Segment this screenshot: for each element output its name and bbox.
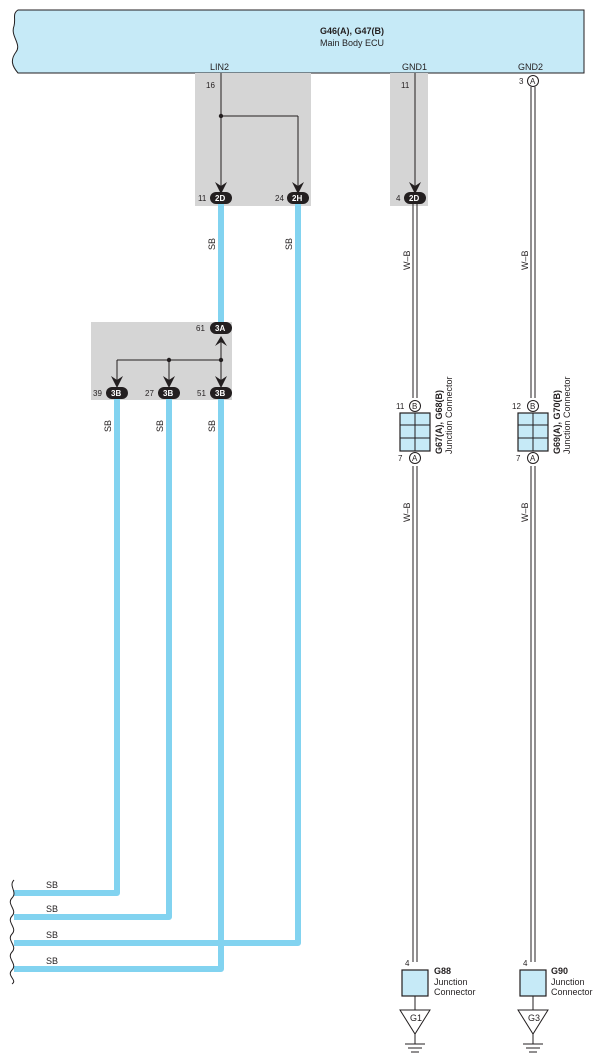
svg-text:7: 7 xyxy=(398,454,403,463)
pin-lin2: 16 xyxy=(206,81,215,90)
junction-connector-g69-g70[interactable]: 12 B 7 A xyxy=(512,400,549,464)
g88-connector[interactable] xyxy=(401,969,429,997)
svg-text:3B: 3B xyxy=(163,389,173,398)
wire-label-wb-2: W–B xyxy=(520,250,530,270)
wire-label-sb-4: SB xyxy=(155,420,165,432)
svg-text:B: B xyxy=(530,402,535,411)
left-torn-edge xyxy=(9,879,15,985)
ecu-subtitle: Main Body ECU xyxy=(320,38,384,48)
sb-wire-39-out xyxy=(14,399,120,896)
ground-g3-label: G3 xyxy=(528,1013,540,1023)
svg-text:3B: 3B xyxy=(111,389,121,398)
g90-pin: 4 xyxy=(523,959,528,968)
ground-symbol-g3 xyxy=(523,1034,543,1053)
splice-box-lin2 xyxy=(195,73,311,206)
sb-wire-51-out xyxy=(14,399,224,972)
splice-box-gnd1 xyxy=(390,73,428,206)
wire-label-sb-out-1: SB xyxy=(46,880,58,890)
arrow-heads xyxy=(215,182,421,194)
connector-3b-27[interactable]: 3B xyxy=(158,387,180,399)
arrow-3a-up xyxy=(215,336,227,346)
pin-c2d-b: 4 xyxy=(396,194,401,203)
ecu-box[interactable] xyxy=(11,9,585,74)
terminal-gnd1: GND1 xyxy=(402,62,427,72)
junction-2-subtitle: Junction Connector xyxy=(562,376,572,454)
wire-label-sb-out-4: SB xyxy=(46,956,58,966)
arrow-heads-3b xyxy=(111,376,227,388)
connector-3b-51[interactable]: 3B xyxy=(210,387,232,399)
g88-title: G88 xyxy=(434,966,451,976)
svg-text:2D: 2D xyxy=(215,194,225,203)
svg-text:7: 7 xyxy=(516,454,521,463)
svg-text:B: B xyxy=(412,402,417,411)
g90-connector[interactable] xyxy=(519,969,547,997)
junction-connector-g67-g68[interactable]: 11 B 7 A xyxy=(396,400,431,464)
splice-point-3b-2 xyxy=(218,357,224,363)
wire-label-sb-1: SB xyxy=(207,238,217,250)
wb-wires[interactable] xyxy=(412,87,536,962)
wire-label-wb-4: W–B xyxy=(520,502,530,522)
wire-label-sb-out-3: SB xyxy=(46,930,58,940)
sb-wire-2h-out xyxy=(14,204,301,946)
junction-1-title: G67(A), G68(B) xyxy=(434,390,444,454)
connector-2d-gnd1[interactable]: 2D xyxy=(404,192,426,204)
wire-label-sb-3: SB xyxy=(103,420,113,432)
ground-symbol-g1 xyxy=(405,1034,425,1053)
svg-text:A: A xyxy=(412,454,418,463)
terminal-gnd2: GND2 xyxy=(518,62,543,72)
pin-gnd2: 3 xyxy=(519,77,524,86)
wire-label-wb-1: W–B xyxy=(402,250,412,270)
svg-text:12: 12 xyxy=(512,402,521,411)
g90-line2: Connector xyxy=(551,987,593,997)
connector-3b-39[interactable]: 3B xyxy=(106,387,128,399)
pin-c3b-2: 27 xyxy=(145,389,154,398)
svg-text:11: 11 xyxy=(396,402,405,411)
svg-text:2H: 2H xyxy=(292,194,302,203)
svg-text:2D: 2D xyxy=(409,194,419,203)
g90-line1: Junction xyxy=(551,977,585,987)
ground-g1-label: G1 xyxy=(410,1013,422,1023)
g88-pin: 4 xyxy=(405,959,410,968)
g88-line1: Junction xyxy=(434,977,468,987)
pin-c3a: 61 xyxy=(196,324,205,333)
pin-c3b-1: 39 xyxy=(93,389,102,398)
sb-wires[interactable] xyxy=(14,204,301,972)
connector-gnd2-a[interactable]: A xyxy=(527,75,539,87)
wire-label-sb-out-2: SB xyxy=(46,904,58,914)
wire-label-wb-3: W–B xyxy=(402,502,412,522)
pin-c3b-3: 51 xyxy=(197,389,206,398)
g90-title: G90 xyxy=(551,966,568,976)
ecu-title: G46(A), G47(B) xyxy=(320,26,384,36)
junction-1-subtitle: Junction Connector xyxy=(444,376,454,454)
splice-point-3b-1 xyxy=(166,357,172,363)
terminal-lin2: LIN2 xyxy=(210,62,229,72)
ground-g1-triangle[interactable] xyxy=(399,1009,431,1035)
connector-2h[interactable]: 2H xyxy=(287,192,309,204)
sb-wire-27-out xyxy=(14,399,172,920)
svg-text:A: A xyxy=(530,77,536,86)
connector-2d-lin2[interactable]: 2D xyxy=(210,192,232,204)
svg-text:3B: 3B xyxy=(215,389,225,398)
pin-c2h: 24 xyxy=(275,194,284,203)
g88-line2: Connector xyxy=(434,987,476,997)
wire-label-sb-2: SB xyxy=(284,238,294,250)
svg-text:A: A xyxy=(530,454,536,463)
lin2-internal-splice xyxy=(220,73,299,190)
ground-g3-triangle[interactable] xyxy=(517,1009,549,1035)
junction-2-title: G69(A), G70(B) xyxy=(552,390,562,454)
wire-label-sb-5: SB xyxy=(207,420,217,432)
svg-text:3A: 3A xyxy=(215,324,225,333)
splice-point-lin2 xyxy=(218,113,224,119)
connector-3a[interactable]: 3A xyxy=(210,322,232,334)
pin-c2d-a: 11 xyxy=(198,194,207,203)
pin-gnd1: 11 xyxy=(401,81,410,90)
